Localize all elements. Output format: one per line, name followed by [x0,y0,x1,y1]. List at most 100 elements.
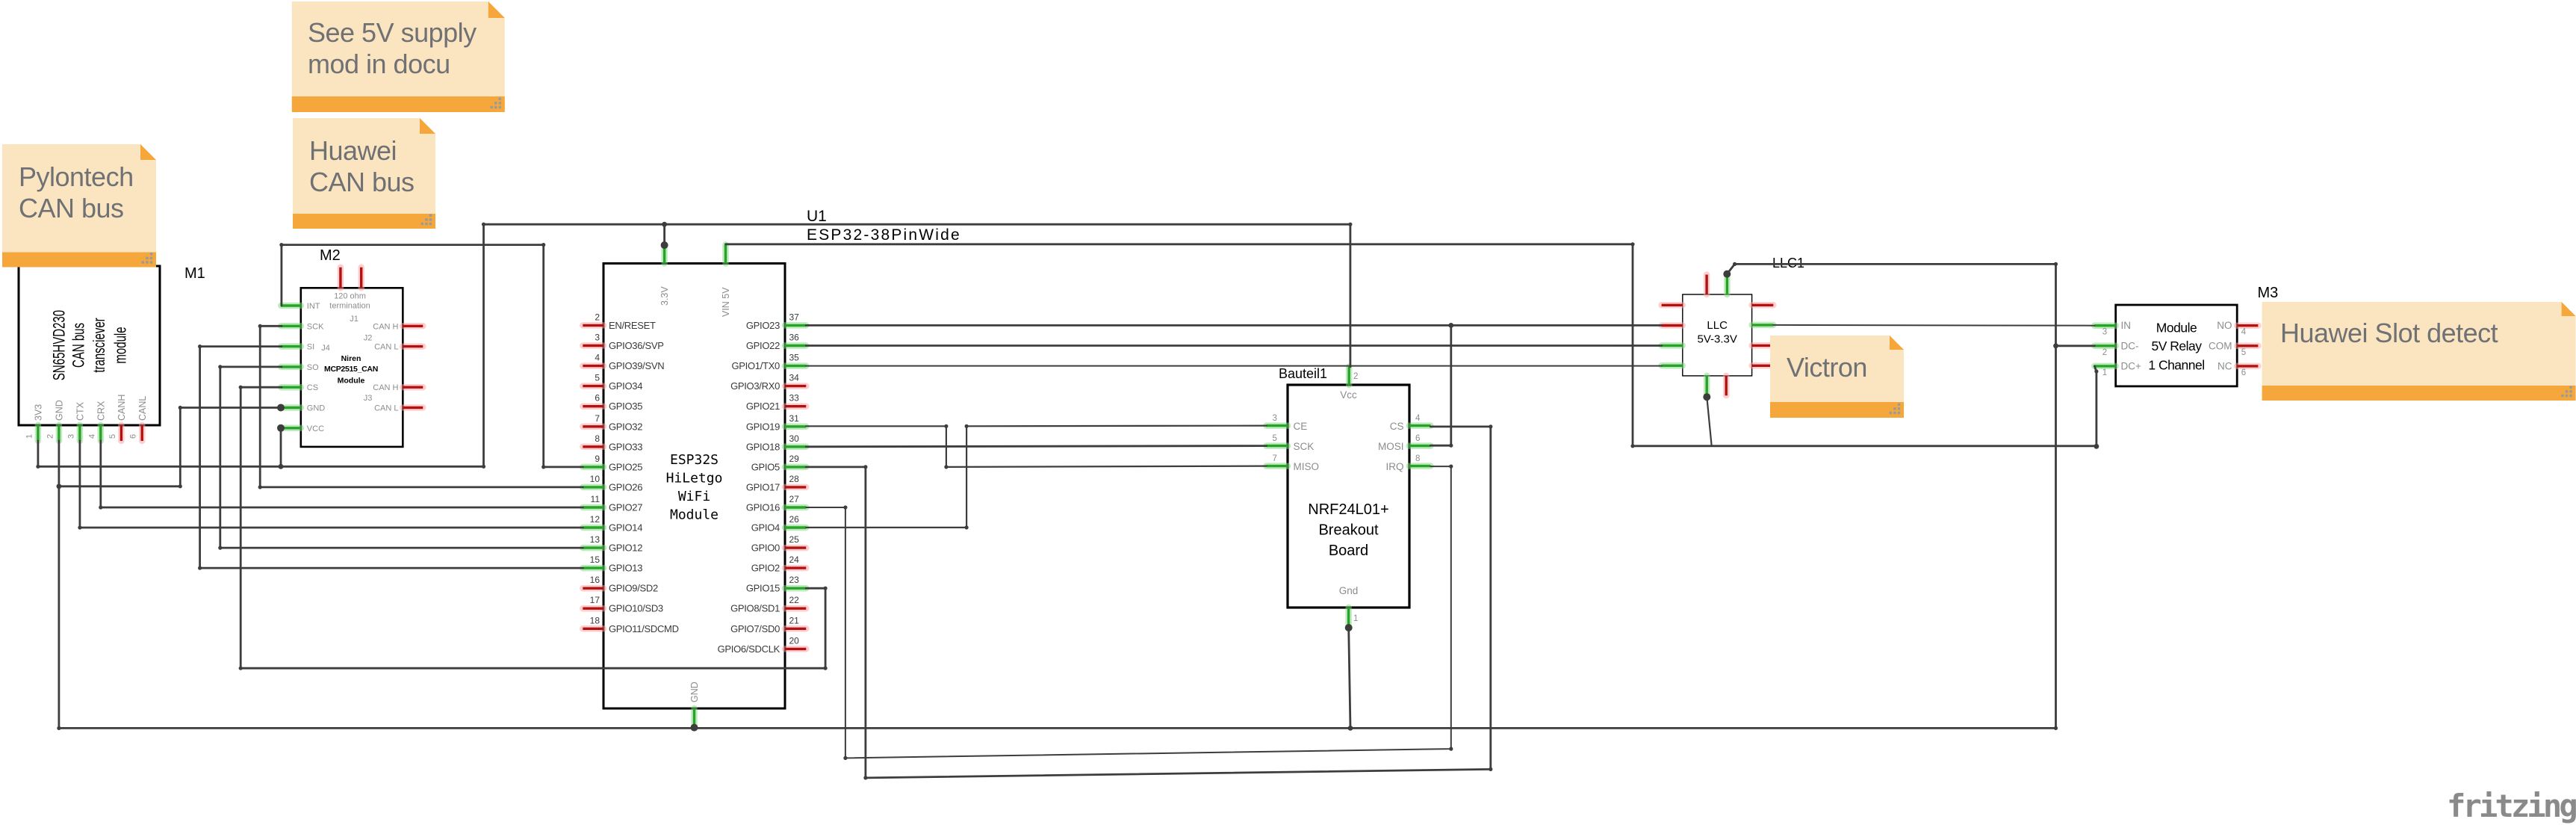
component-text-M3: NO [2217,320,2232,331]
component-text-Bauteil1: Vcc [1340,389,1357,401]
note-resize-grip[interactable] [498,105,501,109]
component-text-M2: VCC [307,424,324,433]
component-text-U1: GPIO35 [609,401,642,412]
note-resize-grip[interactable] [425,222,428,226]
wire-gpio18-sck[interactable] [804,445,1267,448]
component-text-M3: 5V Relay [2151,339,2202,353]
component-U1[interactable]: EN/RESETGPIO36/SVPGPIO39/SVNGPIO34GPIO35… [580,208,961,729]
note-resize-grip[interactable] [420,222,423,226]
note-resize-grip[interactable] [2561,394,2564,398]
wire-llc-relay-in[interactable] [1772,324,2096,327]
note-resize-grip[interactable] [2569,390,2572,393]
component-body-M1[interactable] [17,265,161,427]
component-vtext-M1: 4 [87,434,96,439]
wire-gpio16-irq[interactable] [805,466,1452,759]
component-text-U1: GPIO36/SVP [609,340,664,351]
bend-point [2053,726,2058,731]
component-text-U1: 36 [789,333,800,343]
component-text-U1: WiFi [678,489,710,504]
note-resize-grip[interactable] [425,218,428,221]
component-text-U1: GPIO0 [751,543,780,554]
bend-point [198,566,202,570]
wire-sck-gpio26[interactable] [258,324,584,489]
note-resize-grip[interactable] [146,261,149,264]
note-resize-grip[interactable] [498,97,501,100]
note-resize-grip[interactable] [2569,394,2572,398]
note-bar [293,214,435,229]
wire-gpio5-cs[interactable] [804,425,1492,779]
note-resize-grip[interactable] [1893,411,1896,415]
bend-point [823,666,828,670]
bend-point [481,464,486,469]
note-body[interactable] [291,1,505,112]
note-resize-grip[interactable] [149,256,153,260]
note-resize-grip[interactable] [494,105,497,109]
note-resize-grip[interactable] [149,253,153,256]
component-text-Bauteil1: Breakout [1318,522,1378,539]
note-body[interactable] [1770,336,1904,418]
component-text-M2: Niren [341,354,361,363]
note-resize-grip[interactable] [141,261,144,264]
component-body-LLC1[interactable] [1682,294,1753,377]
note-resize-grip[interactable] [1893,407,1896,410]
note-resize-grip[interactable] [2569,386,2572,389]
component-text-U1: 24 [789,554,800,565]
wire-cs-gpio15[interactable] [239,386,827,670]
component-text-Bauteil1: 1 [1353,614,1358,623]
note-resize-grip[interactable] [1889,411,1892,415]
note-resize-grip[interactable] [498,102,501,105]
note-resize-grip[interactable] [429,222,432,226]
component-Bauteil1[interactable]: CESCKMISOCSMOSIIRQ35746821VccGndNRF24L01… [1263,363,1434,629]
note-resize-grip[interactable] [2565,394,2569,398]
component-text-M3: DC- [2121,340,2139,351]
note-body[interactable] [293,118,435,229]
component-vtext-M1: module [112,327,131,363]
bend-point [36,464,40,469]
wire-ce-gpio4[interactable] [805,424,1267,529]
note-victron[interactable]: Victron [1770,336,1904,418]
component-body-Bauteil1[interactable] [1286,383,1411,609]
bend-point [178,484,182,489]
component-text-U1: 23 [789,575,800,585]
component-body-M2[interactable] [300,286,404,448]
net-3v3-bus[interactable] [37,223,1352,468]
component-body-U1[interactable] [602,262,786,710]
component-text-U1: 29 [789,454,800,464]
wire-si-gpio13[interactable] [199,345,584,569]
wire-llc-5v[interactable] [1706,396,1713,447]
component-body-M3[interactable] [2114,303,2238,388]
net-gnd-main[interactable] [58,262,2057,729]
note-resize-grip[interactable] [146,256,149,260]
net-gnd-nrf[interactable] [1347,626,1352,729]
note-bar [2,252,156,268]
note-resize-grip[interactable] [1897,403,1901,406]
note-resize-grip[interactable] [494,102,497,105]
note-huawei-slot[interactable]: Huawei Slot detect [2262,302,2576,401]
wire-so-gpio12[interactable] [219,365,584,549]
note-resize-grip[interactable] [490,105,493,109]
net-gnd-m2[interactable] [58,407,282,488]
component-text-LLC1: LLC [1707,319,1728,332]
note-body[interactable] [2,144,156,268]
note-resize-grip[interactable] [1897,407,1901,410]
component-text-U1: GPIO1/TX0 [732,360,780,371]
component-vtext-M1: 3 [66,434,75,439]
component-text-U1: 20 [789,635,800,646]
note-resize-grip[interactable] [2565,390,2569,393]
component-text-U1: GPIO32 [609,421,642,432]
note-resize-grip[interactable] [1897,411,1901,415]
bend-point [1489,767,1493,771]
component-text-M3: 1 Channel [2148,358,2204,373]
note-resize-grip[interactable] [149,261,153,264]
note-resize-grip[interactable] [429,218,432,221]
note-body[interactable] [2262,302,2576,401]
bend-point [1733,262,1737,266]
note-resize-grip[interactable] [429,214,432,217]
component-text-U1: 5 [595,373,600,383]
